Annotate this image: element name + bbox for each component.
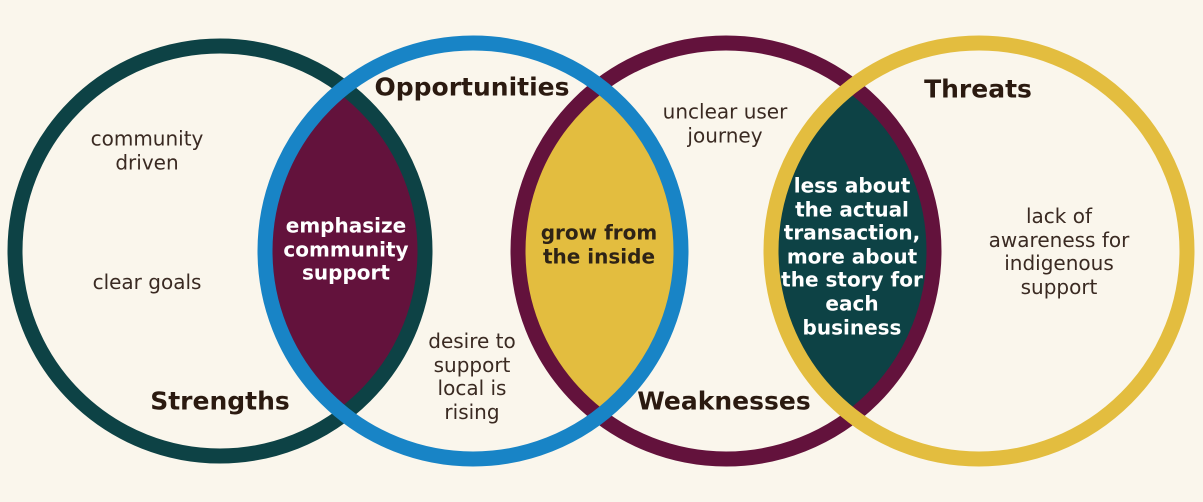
weaknesses-circle: [510, 35, 942, 467]
threats-circle: [763, 35, 1195, 467]
weaknesses-heading: Weaknesses: [637, 386, 811, 416]
strengths-circle: [7, 38, 433, 464]
weaknesses-item-unclear-journey: unclear user journey: [662, 99, 788, 147]
strengths-item-community-driven: community driven: [90, 126, 204, 174]
threats-heading: Threats: [924, 74, 1032, 104]
strengths-heading: Strengths: [150, 386, 290, 416]
overlap-weaknesses-threats-text: less about the actual transaction, more …: [781, 173, 923, 339]
strengths-item-clear-goals: clear goals: [92, 270, 202, 295]
opportunities-item-desire-to-support: desire to support local is rising: [428, 328, 516, 424]
overlap-opportunities-weaknesses-text: grow from the inside: [540, 220, 658, 268]
threats-item-lack-of-awareness: lack of awareness for indigenous support: [988, 203, 1130, 299]
opportunities-heading: Opportunities: [374, 72, 570, 102]
lens-strengths-opportunities: [265, 46, 425, 456]
overlap-strengths-opportunities-text: emphasize community support: [283, 213, 409, 285]
lens-weaknesses-threats: [771, 43, 934, 459]
lens-opportunities-weaknesses: [518, 43, 681, 459]
opportunities-circle: [257, 35, 689, 467]
